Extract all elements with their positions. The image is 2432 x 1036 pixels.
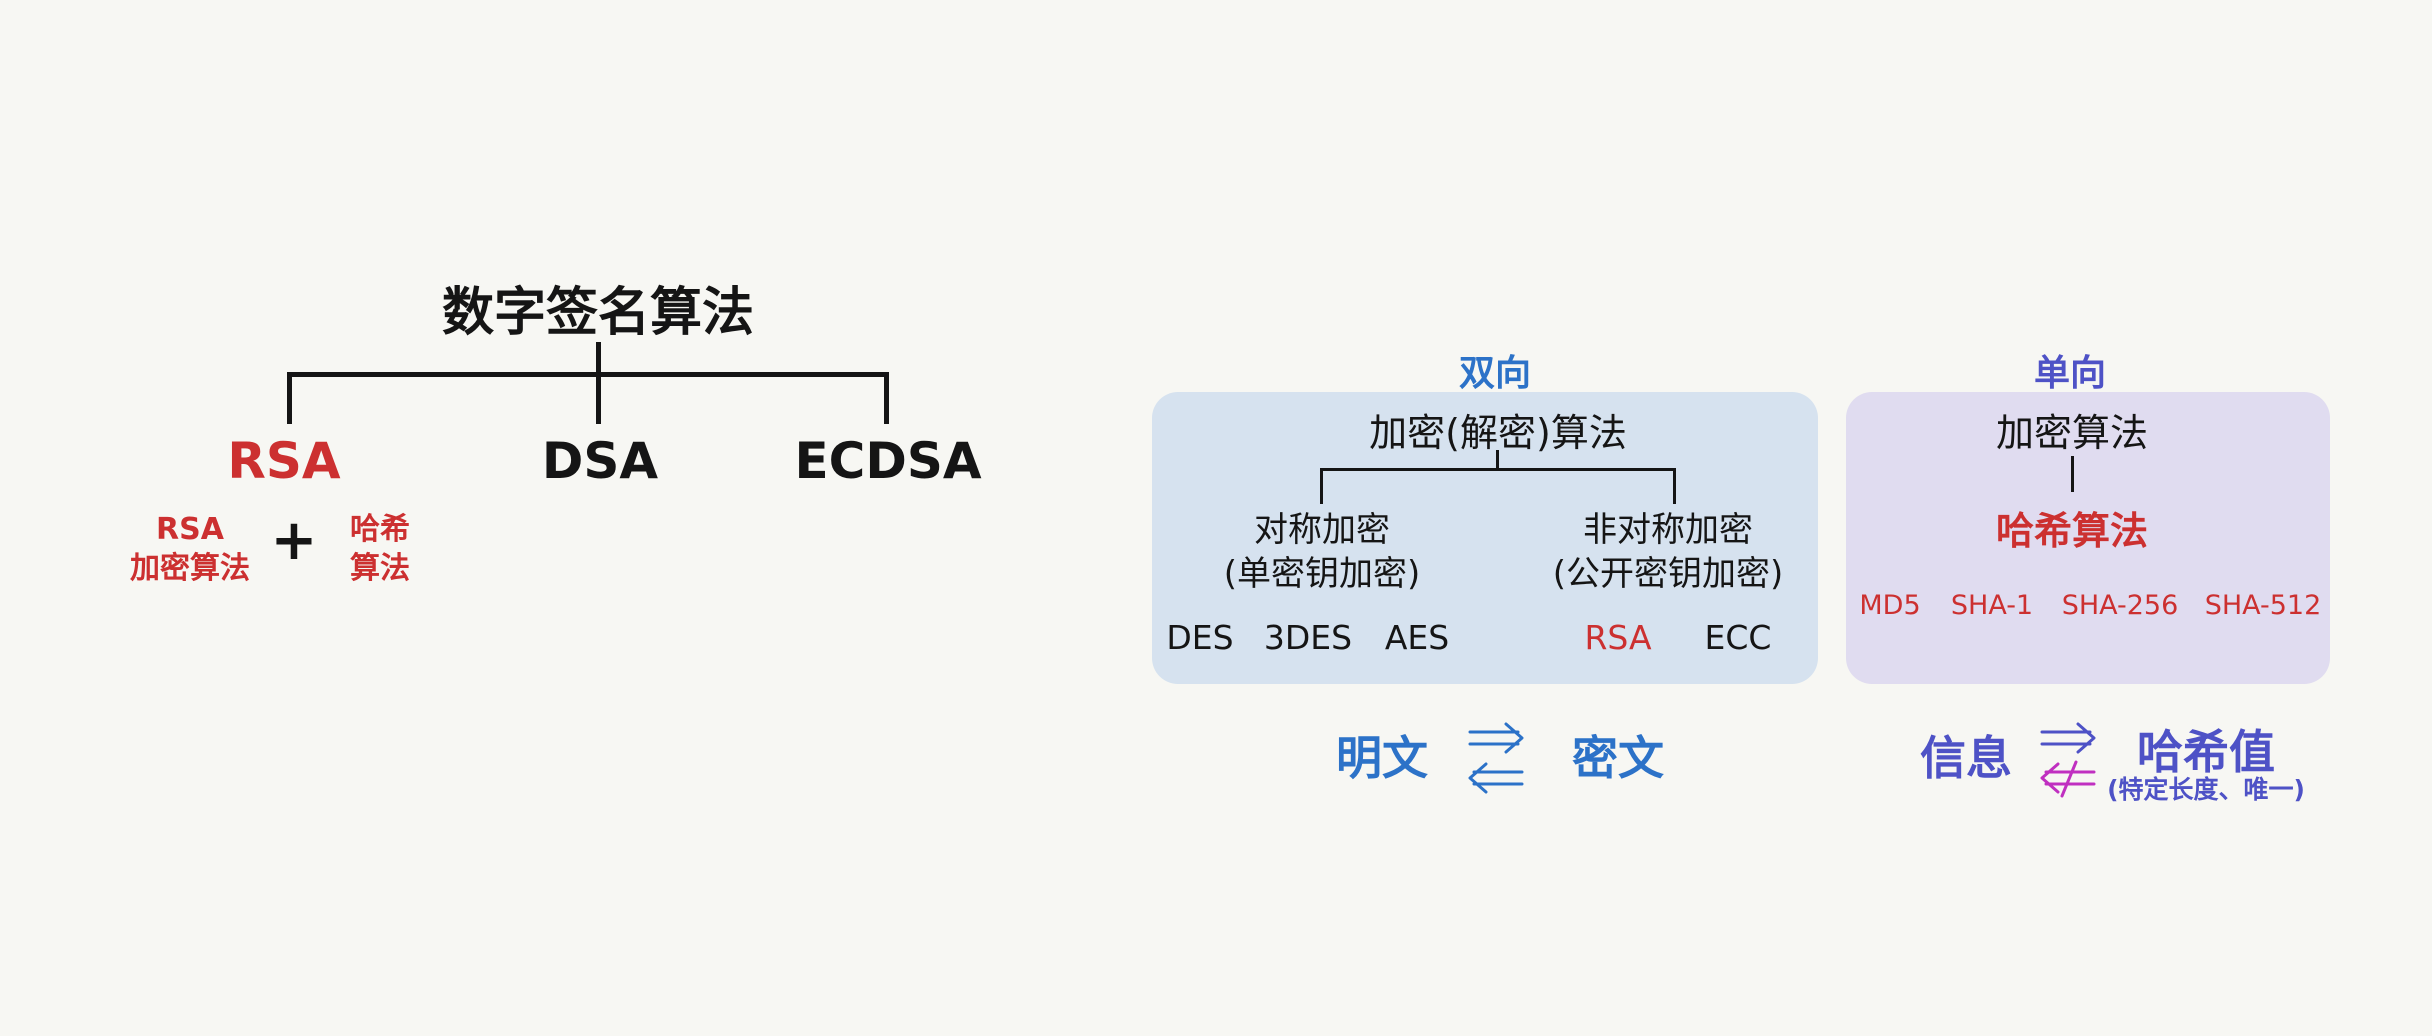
rsa-encryption-line1: RSA	[156, 512, 224, 547]
signature-title: 数字签名算法	[441, 283, 755, 343]
symmetric-label: 对称加密 (单密钥加密)	[1224, 508, 1421, 596]
algo-des: DES	[1166, 618, 1234, 657]
two-way-bar	[1320, 468, 1676, 471]
rsa-label: RSA	[227, 432, 341, 490]
asymmetric-line1: 非对称加密	[1583, 510, 1753, 550]
two-way-stem	[1496, 450, 1499, 470]
tree-stem	[596, 342, 601, 424]
hash-algorithm-title: 哈希算法	[1995, 509, 2149, 553]
tree-bar	[287, 372, 889, 377]
algo-sha256: SHA-256	[2061, 590, 2179, 621]
algo-rsa: RSA	[1584, 618, 1652, 657]
plus-sign: +	[270, 508, 318, 573]
asymmetric-label: 非对称加密 (公开密钥加密)	[1553, 508, 1784, 596]
algo-aes: AES	[1384, 618, 1450, 657]
rsa-encryption-label: RSA 加密算法	[130, 510, 250, 588]
algo-ecc: ECC	[1704, 618, 1772, 657]
rsa-encryption-line2: 加密算法	[130, 551, 250, 586]
two-way-title: 加密(解密)算法	[1369, 411, 1627, 455]
one-way-arrows-icon	[2040, 722, 2096, 798]
hash-line1: 哈希	[350, 512, 410, 547]
symmetric-line2: (单密钥加密)	[1223, 554, 1421, 595]
info-label: 信息	[1920, 731, 2012, 785]
ecdsa-label: ECDSA	[794, 432, 982, 490]
two-way-leg-sym	[1320, 468, 1323, 504]
hash-line2: 算法	[350, 551, 410, 586]
dsa-label: DSA	[541, 432, 659, 490]
algo-sha512: SHA-512	[2204, 590, 2322, 621]
hash-value-label: 哈希值	[2137, 725, 2275, 779]
bidirectional-arrows-icon	[1468, 722, 1524, 794]
symmetric-line1: 对称加密	[1254, 510, 1390, 550]
one-way-panel	[1846, 392, 2330, 684]
hash-value-note: (特定长度、唯一)	[2107, 775, 2305, 804]
one-way-stem	[2071, 456, 2074, 492]
plaintext-label: 明文	[1336, 731, 1428, 785]
one-way-heading: 单向	[2033, 353, 2107, 394]
one-way-title: 加密算法	[1995, 411, 2149, 455]
two-way-leg-asym	[1673, 468, 1676, 504]
two-way-panel	[1152, 392, 1818, 684]
two-way-heading: 双向	[1458, 353, 1532, 394]
tree-leg-rsa	[287, 372, 292, 424]
ciphertext-label: 密文	[1572, 731, 1664, 785]
algo-md5: MD5	[1859, 590, 1921, 621]
asymmetric-line2: (公开密钥加密)	[1552, 554, 1784, 595]
hash-algorithm-label: 哈希 算法	[350, 510, 410, 588]
algo-3des: 3DES	[1263, 618, 1353, 657]
tree-leg-ecdsa	[884, 372, 889, 424]
algo-sha1: SHA-1	[1950, 590, 2034, 621]
